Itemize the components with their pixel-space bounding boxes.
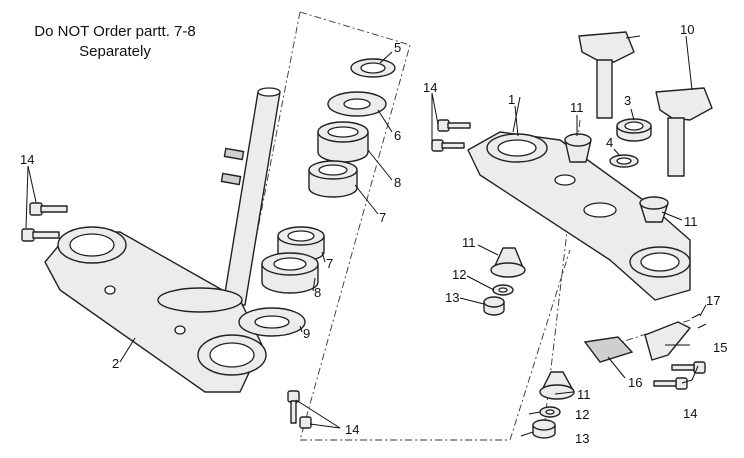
part-7-upper-race [308,160,358,198]
callout-9: 9 [303,326,310,341]
callout-13b: 13 [575,431,589,446]
part-14-bolts-top [431,119,471,152]
part-4-washer [609,154,639,168]
part-1-upper-triple-clamp [467,131,691,301]
part-14-bolts-right [653,361,706,390]
part-2-lower-triple-clamp [44,87,281,393]
callout-14d: 14 [683,406,697,421]
callout-10: 10 [680,22,694,37]
part-14-bolts-bottom [287,390,312,429]
callout-15: 15 [713,340,727,355]
part-9-dust-seal [238,307,306,337]
callout-14b: 14 [423,80,437,95]
callout-17: 17 [706,293,720,308]
ordering-note-line1: Do NOT Order partt. 7-8 [34,23,196,40]
part-13-nut-lower [532,419,556,439]
callout-6: 6 [394,128,401,143]
part-10-handlebar-clamp-b [655,87,713,177]
ordering-note-line2: Separately [79,43,151,60]
part-15-bracket [644,321,691,361]
part-8-upper-bearing [317,121,369,163]
part-11-bush-bottom [539,371,575,400]
callout-11b: 11 [684,214,698,229]
part-3-nut [616,118,652,142]
part-10-handlebar-clamp-a [578,31,635,119]
part-16-slider [583,336,634,363]
callout-11c: 11 [462,235,476,250]
part-11-bush-mid [490,247,526,278]
callout-11a: 11 [570,100,584,115]
part-5-ring-nut [350,58,396,78]
part-6-washer [327,91,387,117]
callout-1: 1 [508,92,515,107]
part-17-screws [691,313,707,329]
callout-14c: 14 [345,422,359,437]
part-14-bolts-left [21,202,68,242]
part-11-bush-top [564,133,592,163]
callout-16: 16 [628,375,642,390]
callout-3: 3 [624,93,631,108]
callout-14a: 14 [20,152,34,167]
assembly-axis-left [299,11,571,441]
part-11-bush-right [639,196,669,223]
part-8-lower-bearing [261,252,319,294]
callout-2: 2 [112,356,119,371]
callout-8a: 8 [394,175,401,190]
callout-13a: 13 [445,290,459,305]
callout-7a: 7 [379,210,386,225]
part-13-nut-upper [483,296,505,316]
callout-7b: 7 [326,256,333,271]
callout-8b: 8 [314,285,321,300]
part-12-washer-upper [492,284,514,296]
callout-4: 4 [606,135,613,150]
callout-5: 5 [394,40,401,55]
callout-12a: 12 [452,267,466,282]
part-12-washer-lower [539,406,561,418]
ordering-note: Do NOT Order partt. 7-8 Separately [0,22,230,62]
leader-lines [25,35,707,437]
callout-12b: 12 [575,407,589,422]
callout-11d: 11 [577,387,591,402]
